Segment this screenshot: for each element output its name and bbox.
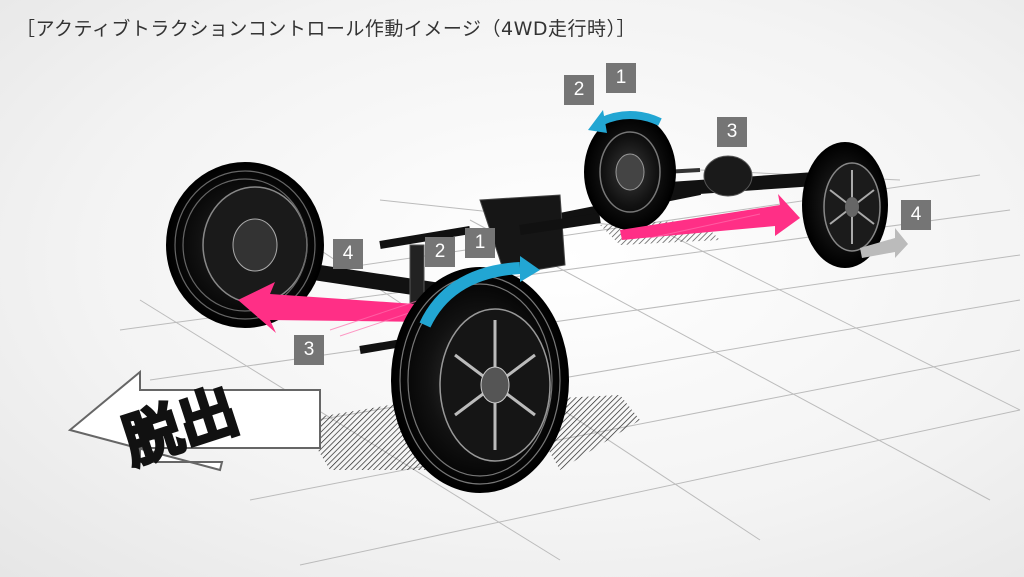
- escape-arrow: [67, 369, 321, 472]
- rear-left-tire: [584, 114, 676, 230]
- badge-3-rear: 3: [717, 117, 747, 147]
- badge-2-front: 2: [425, 237, 455, 267]
- page-title: ［アクティブトラクションコントロール作動イメージ（4WD走行時）］: [16, 18, 637, 40]
- front-left-tire: [166, 162, 324, 328]
- badge-2-rear: 2: [564, 75, 594, 105]
- rear-right-tire: [802, 142, 888, 268]
- badge-4-front: 4: [333, 239, 363, 269]
- torque-arrows: [238, 194, 800, 337]
- badge-4-rear: 4: [901, 200, 931, 230]
- rotation-arrows: [419, 110, 662, 328]
- badge-1-rear: 1: [606, 63, 636, 93]
- badge-3-front: 3: [294, 335, 324, 365]
- front-right-tire: [391, 267, 569, 493]
- badge-1-front: 1: [465, 228, 495, 258]
- rear-small-arrow: [860, 228, 908, 258]
